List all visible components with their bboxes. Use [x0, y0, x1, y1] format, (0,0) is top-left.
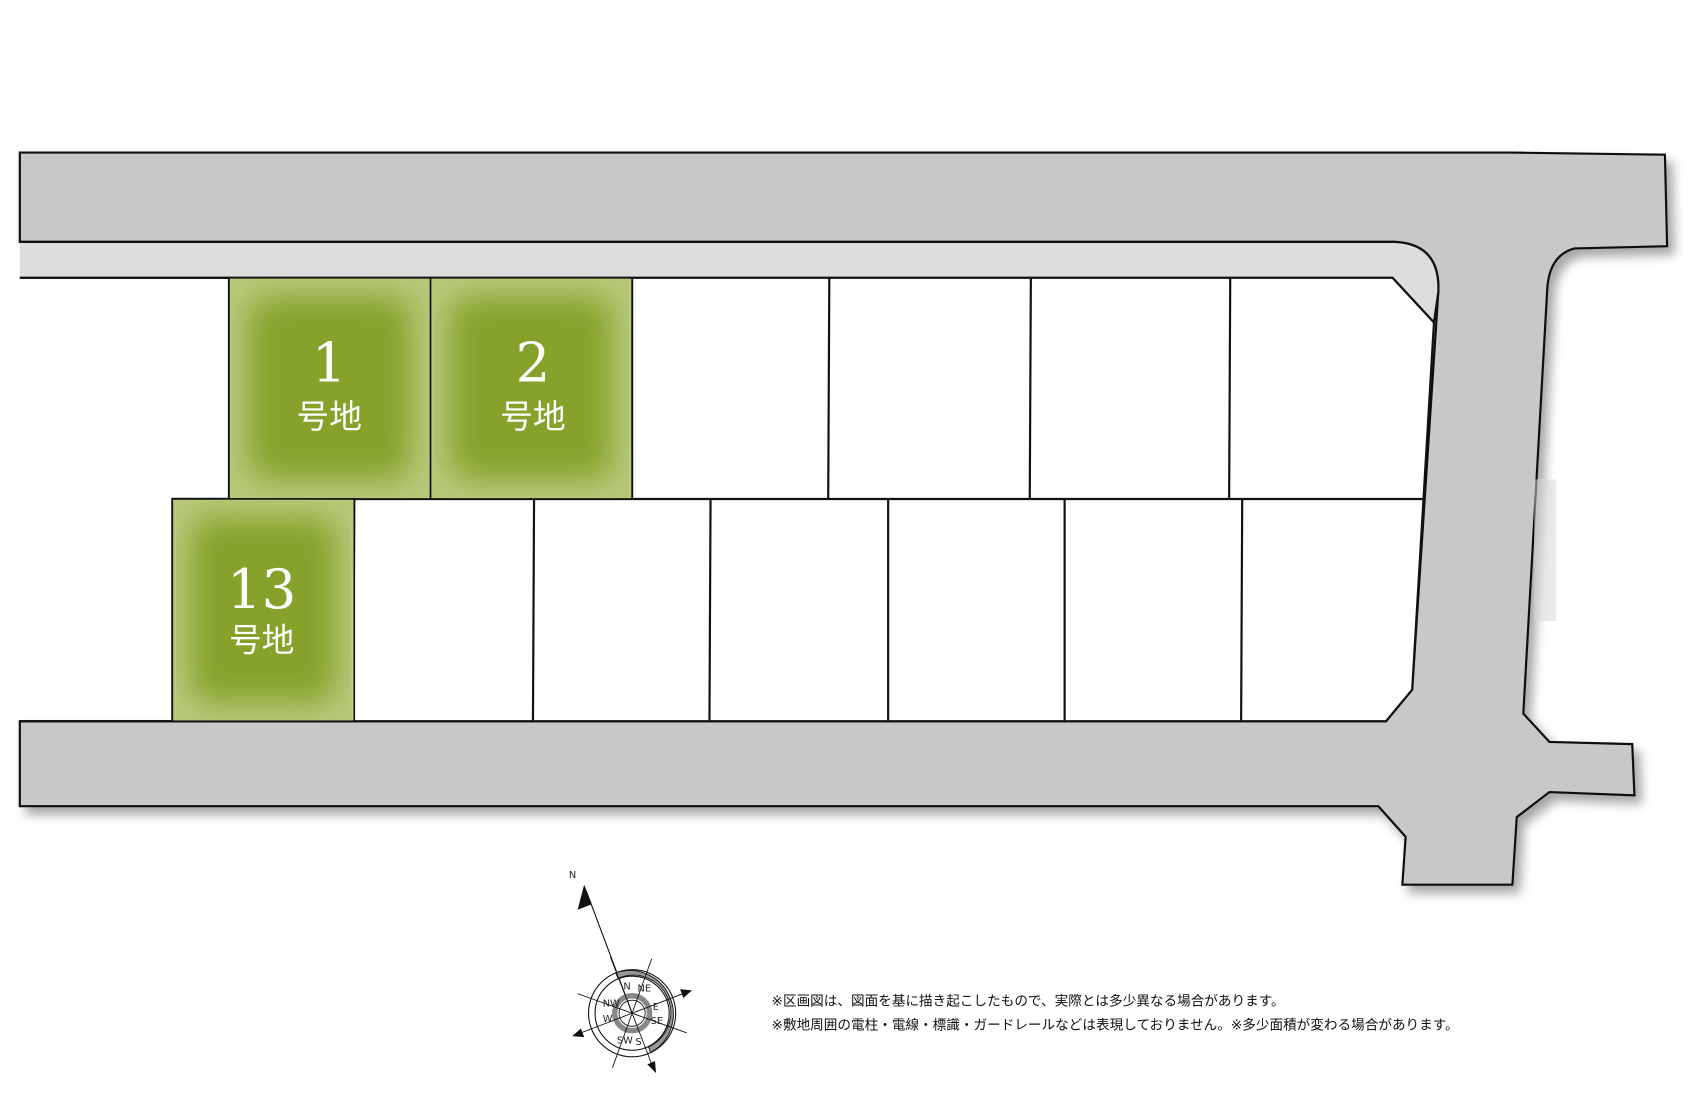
compass-label: SE — [651, 1016, 663, 1027]
note-1: ※区画図は、図面を基に描き起こしたもので、実際とは多少異なる場合があります。 — [772, 993, 1285, 1010]
compass-label: W — [603, 1014, 613, 1025]
lot-suffix: 号地 — [229, 622, 294, 660]
right-shadow-patch — [1534, 479, 1556, 622]
compass-rose: N N NE E SE S SW W NW — [569, 870, 693, 1074]
compass-label: S — [635, 1037, 641, 1048]
compass-label: E — [653, 1002, 659, 1013]
lot-number: 2 — [516, 330, 551, 394]
compass-label: NE — [638, 983, 652, 994]
lot-2[interactable]: 2 号地 — [429, 277, 633, 500]
compass-label: N — [623, 981, 630, 992]
sidewalk-strip — [19, 240, 1440, 325]
compass-label: NW — [603, 999, 620, 1010]
north-label: N — [569, 870, 576, 881]
compass-label: SW — [617, 1036, 633, 1047]
lot-number: 1 — [312, 330, 347, 394]
lot-suffix: 号地 — [500, 398, 565, 436]
lot-suffix: 号地 — [297, 398, 362, 436]
lot-13[interactable]: 13 号地 — [171, 498, 356, 723]
north-arrow-icon — [577, 884, 592, 910]
note-2: ※敷地周囲の電柱・電線・標識・ガードレールなどは表現しておりません。※多少面積が… — [772, 1017, 1459, 1034]
lot-number: 13 — [227, 557, 296, 621]
lot-1[interactable]: 1 号地 — [228, 277, 432, 500]
